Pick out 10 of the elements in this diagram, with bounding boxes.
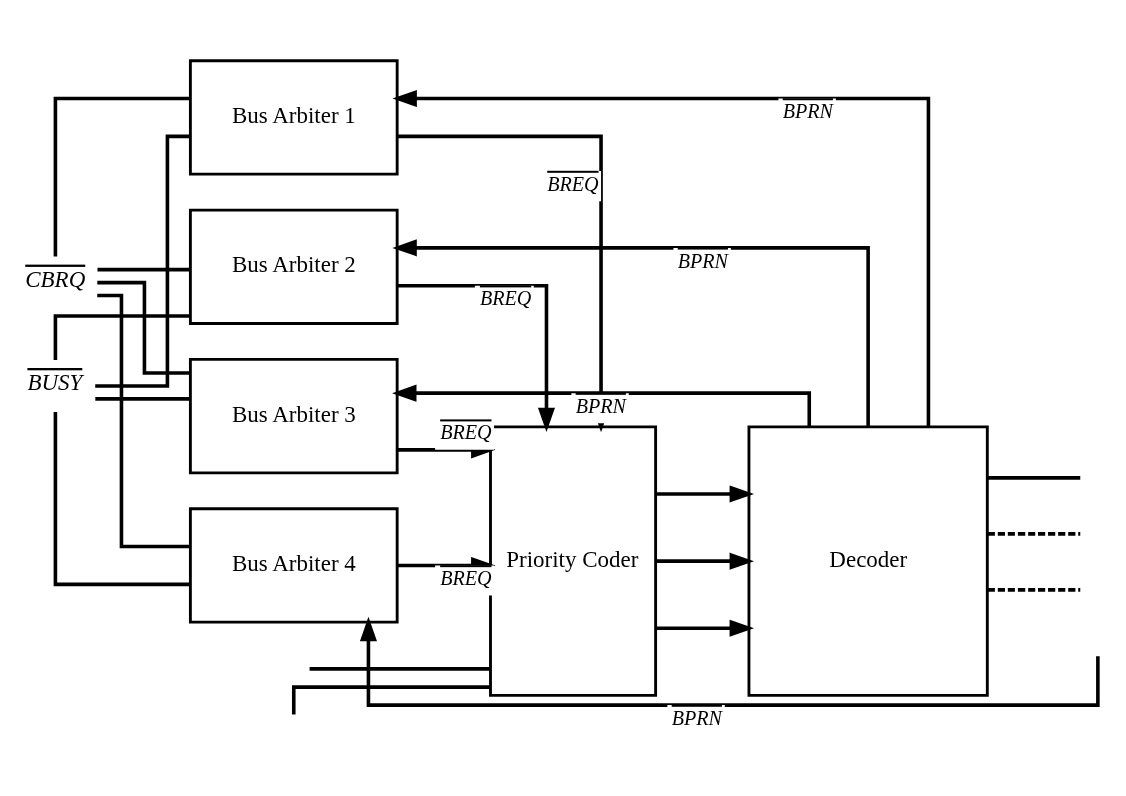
edge-label: BREQ [479, 287, 532, 310]
edge-label: BPRN [782, 100, 833, 123]
edge-label: BPRN [671, 706, 722, 729]
edge-label: BPRN [575, 394, 626, 417]
edge-label: BPRN [677, 249, 728, 272]
edge-label: BREQ [440, 421, 492, 444]
node-text: CBRQ [25, 266, 86, 292]
node-text: BUSY [27, 369, 83, 395]
edge-label: BREQ [440, 567, 492, 590]
edge-label: BREQ [547, 172, 599, 195]
